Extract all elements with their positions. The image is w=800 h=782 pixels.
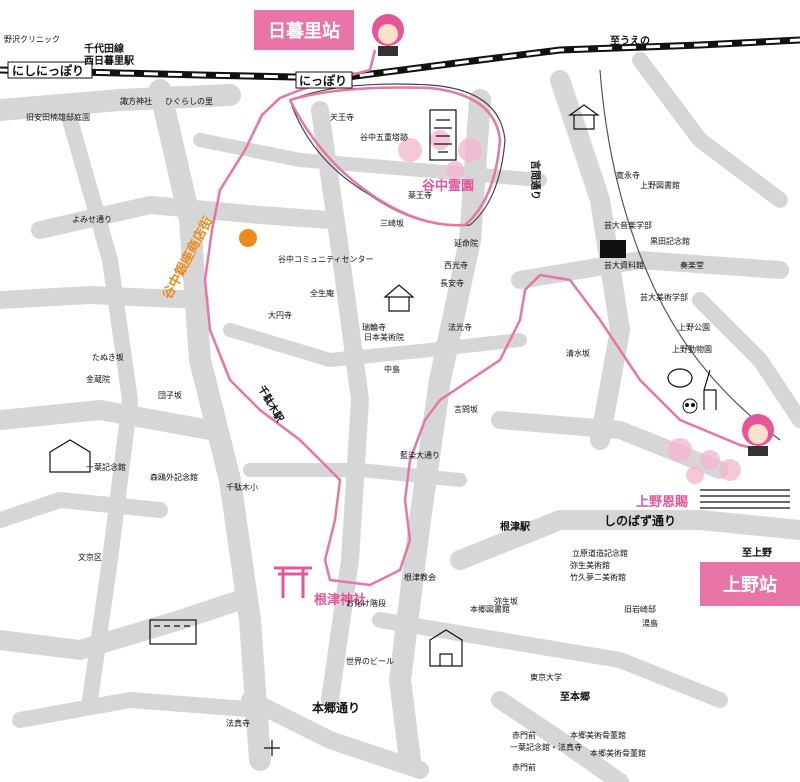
elephant-icon bbox=[667, 368, 693, 388]
place-label-soukaku: 奏楽堂 bbox=[680, 260, 704, 270]
place-label-ueno-park-lbl: 上野公園 bbox=[678, 323, 710, 332]
place-label-saiko: 西光寺 bbox=[444, 260, 468, 270]
railway-line bbox=[0, 36, 800, 82]
hongo-art-label: 本郷美術骨董館 bbox=[570, 730, 626, 740]
place-label-yanaka-community: 谷中コミュニティセンター bbox=[278, 254, 374, 264]
nishi-nippori-label: にしにっぽり bbox=[12, 63, 84, 78]
to-ueno-label: 至うえの bbox=[610, 35, 650, 47]
place-label-ogai: 森鴎外記念館 bbox=[150, 472, 198, 482]
shinobazu-label: しのばず通り bbox=[604, 513, 676, 528]
house-icon bbox=[49, 439, 91, 473]
place-label-ueno-zoo: 上野動物園 bbox=[672, 344, 712, 354]
walking-route bbox=[203, 49, 761, 587]
place-label-nishi-nippori-clinic: 野沢クリニック bbox=[4, 35, 60, 44]
pagoda-icon bbox=[429, 109, 457, 161]
place-label-geidai-museum: 芸大資料館 bbox=[604, 260, 644, 270]
place-label-geidai: 芸大音楽学部 bbox=[604, 220, 652, 230]
place-label-sansaki: 三崎坂 bbox=[380, 218, 404, 228]
place-label-daien-ji: 大円寺 bbox=[268, 310, 292, 320]
place-label-takehisa: 竹久夢二美術館 bbox=[570, 572, 626, 582]
nishi-nippori-station-label: 西日暮里駅 bbox=[84, 54, 135, 67]
place-label-kyukai: 旧安田楠雄邸庭園 bbox=[26, 112, 90, 122]
kototoi-label: 言問通り bbox=[529, 160, 542, 200]
temple-icon-kaneiji bbox=[568, 104, 600, 130]
place-label-kaneiji: 寛永寺 bbox=[616, 170, 640, 180]
place-label-enmei: 延命院 bbox=[454, 238, 478, 248]
nippori-station-label: 日暮里站 bbox=[268, 21, 340, 42]
to-hongo-label: 至本郷 bbox=[560, 690, 590, 703]
place-label-aizome: 藍染大通り bbox=[400, 450, 440, 460]
place-label-hoko-ji: 法光寺 bbox=[448, 322, 472, 332]
place-label-geidai-art: 芸大美術学部 bbox=[640, 292, 688, 302]
place-label-yomise: よみせ通り bbox=[72, 214, 112, 224]
torii-gate-icon bbox=[274, 566, 312, 598]
place-label-yayoi: 弥生美術館 bbox=[570, 560, 610, 570]
ueno-station-label: 上野站 bbox=[723, 575, 777, 596]
place-label-zensho-an: 全生庵 bbox=[310, 288, 334, 298]
cat-icon bbox=[239, 229, 257, 247]
cherry-blossom-cluster bbox=[398, 130, 482, 179]
place-label-bunkyo: 文京区 bbox=[78, 552, 102, 562]
nezu-shrine-label: 根津神社 bbox=[314, 592, 366, 608]
chiyoda-line-label: 千代田線 bbox=[84, 42, 124, 55]
building-icon bbox=[149, 619, 197, 645]
ueno-rail-lines bbox=[700, 489, 790, 509]
place-label-zuirin: 瑞輪寺 bbox=[362, 322, 386, 332]
yanaka-cemetery-label: 谷中霊園 bbox=[422, 178, 474, 194]
place-label-hotei: 法真寺 bbox=[226, 718, 250, 728]
piano-icon bbox=[600, 240, 626, 258]
place-label-tennoji: 天王寺 bbox=[330, 113, 354, 122]
ueno-boundary bbox=[599, 69, 781, 441]
place-label-ueno-library: 上野図書館 bbox=[640, 180, 680, 190]
to-ueno-south-label: 至上野 bbox=[742, 546, 772, 559]
nezu-station-label: 根津駅 bbox=[500, 520, 531, 533]
giraffe-icon bbox=[703, 369, 717, 410]
place-label-dango: 団子坂 bbox=[158, 390, 182, 400]
place-label-kototoi-slope: 言問坂 bbox=[454, 404, 478, 414]
place-label-nezu-beer: 世界のビール bbox=[346, 656, 394, 666]
ueno-station-sign[interactable]: 上野站 bbox=[700, 562, 800, 606]
place-label-yanaka-goju: 谷中五重塔跡 bbox=[360, 132, 408, 142]
place-label-nakajima: 中島 bbox=[384, 364, 400, 374]
place-label-ichiyo: 一葉記念館 bbox=[86, 462, 126, 472]
place-label-sendagi-school: 千駄木小 bbox=[226, 482, 258, 492]
road-network bbox=[0, 52, 800, 782]
place-label-shimizu: 清水坂 bbox=[566, 348, 590, 358]
cemetery-outline bbox=[289, 83, 506, 227]
nippori-rail-label: にっぽり bbox=[299, 73, 347, 88]
akamon-label: 赤門前 bbox=[512, 730, 536, 740]
place-label-tachihara: 立原道造記念館 bbox=[572, 548, 628, 558]
mascot-nippori-icon bbox=[372, 14, 404, 56]
place-label-todai: 東京大学 bbox=[530, 672, 562, 682]
place-label-suwa-shrine: 諏方神社 bbox=[120, 96, 152, 106]
ichiyo-label: 一葉記念館・法真寺 bbox=[510, 742, 582, 752]
church-icon bbox=[429, 629, 463, 667]
place-label-choan-ji: 長安寺 bbox=[440, 278, 464, 288]
nippori-station-sign[interactable]: 日暮里站 bbox=[254, 10, 354, 50]
place-label-hongo-high: 本郷図書館 bbox=[470, 604, 510, 614]
place-label-yakushi: 薬王寺 bbox=[408, 190, 432, 200]
ueno-park-label: 上野恩賜 bbox=[636, 495, 688, 510]
place-label-hirugure: ひぐらしの里 bbox=[165, 97, 213, 106]
place-label-tanuki: たぬき坂 bbox=[92, 352, 124, 362]
hongo-road-label: 本郷通り bbox=[312, 700, 360, 715]
place-label-akamon: 赤門前 bbox=[512, 762, 536, 772]
place-label-kinjo: 金蔵院 bbox=[86, 374, 110, 384]
place-label-nippon-art: 日本美術院 bbox=[364, 332, 404, 342]
place-label-nezu-museum: 根津教会 bbox=[404, 572, 436, 582]
place-label-okaku: お化け階段 bbox=[346, 598, 386, 608]
ueno-blossom-cluster bbox=[668, 438, 741, 484]
crosshair-icon bbox=[264, 740, 280, 756]
place-label-yayoi-slope: 弥生坂 bbox=[494, 596, 518, 606]
panda-icon bbox=[682, 398, 698, 414]
place-label-kyo-ueno: 旧岩崎邸 bbox=[624, 604, 656, 614]
place-label-kuroda: 黒田記念館 bbox=[650, 236, 690, 246]
temple-icon bbox=[383, 284, 415, 312]
mascot-ueno-icon bbox=[742, 414, 774, 456]
place-label-yushima: 湯島 bbox=[642, 618, 658, 628]
place-label-hongo-museum: 本郷美術骨董館 bbox=[590, 748, 646, 758]
